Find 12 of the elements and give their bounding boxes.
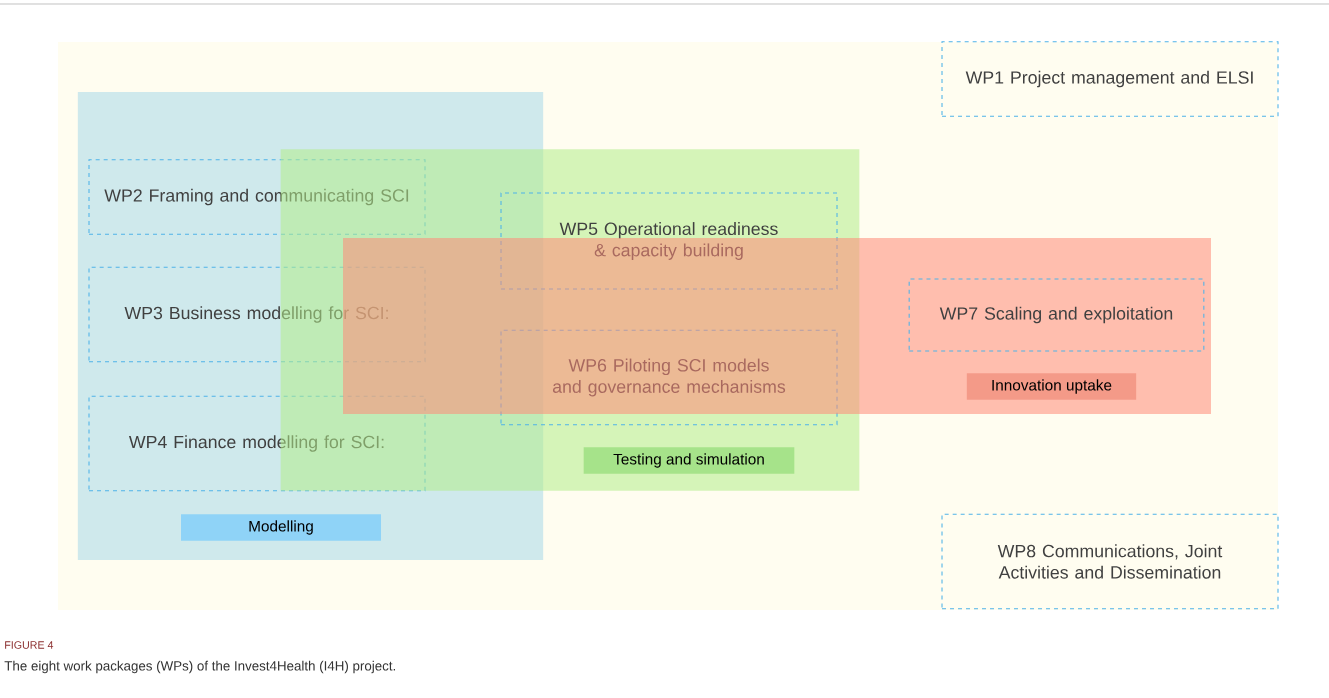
work-package-box: WP6 Piloting SCI models and governance mechanisms <box>500 329 838 426</box>
work-package-box: WP2 Framing and communicating SCI <box>88 159 426 235</box>
work-package-box: WP5 Operational readiness & capacity building <box>500 192 838 290</box>
caption: The eight work packages (WPs) of the Invest4Health (I4H) project. <box>4 660 395 674</box>
region-label: Testing and simulation <box>583 447 795 474</box>
work-package-box: WP1 Project management and ELSI <box>941 41 1279 117</box>
work-package-box: WP7 Scaling and exploitation <box>908 278 1205 352</box>
figure-number: FIGURE 4 <box>5 641 54 649</box>
region-label: Innovation uptake <box>966 373 1137 400</box>
region-label: Modelling <box>181 514 381 541</box>
work-package-box: WP8 Communications, Joint Activities and Dissemination <box>941 513 1279 610</box>
work-package-box: WP4 Finance modelling for SCI: <box>88 395 426 492</box>
